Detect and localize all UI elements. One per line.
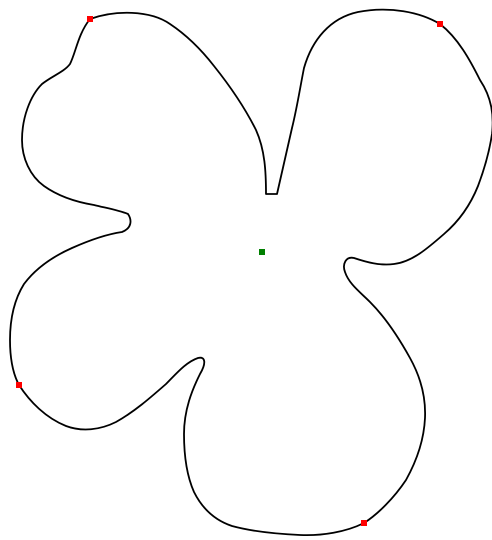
boundary-point (361, 520, 367, 526)
boundary-point (87, 16, 93, 22)
boundary-point (437, 21, 443, 27)
centroid-marker (259, 249, 265, 255)
boundary-point (16, 382, 22, 388)
